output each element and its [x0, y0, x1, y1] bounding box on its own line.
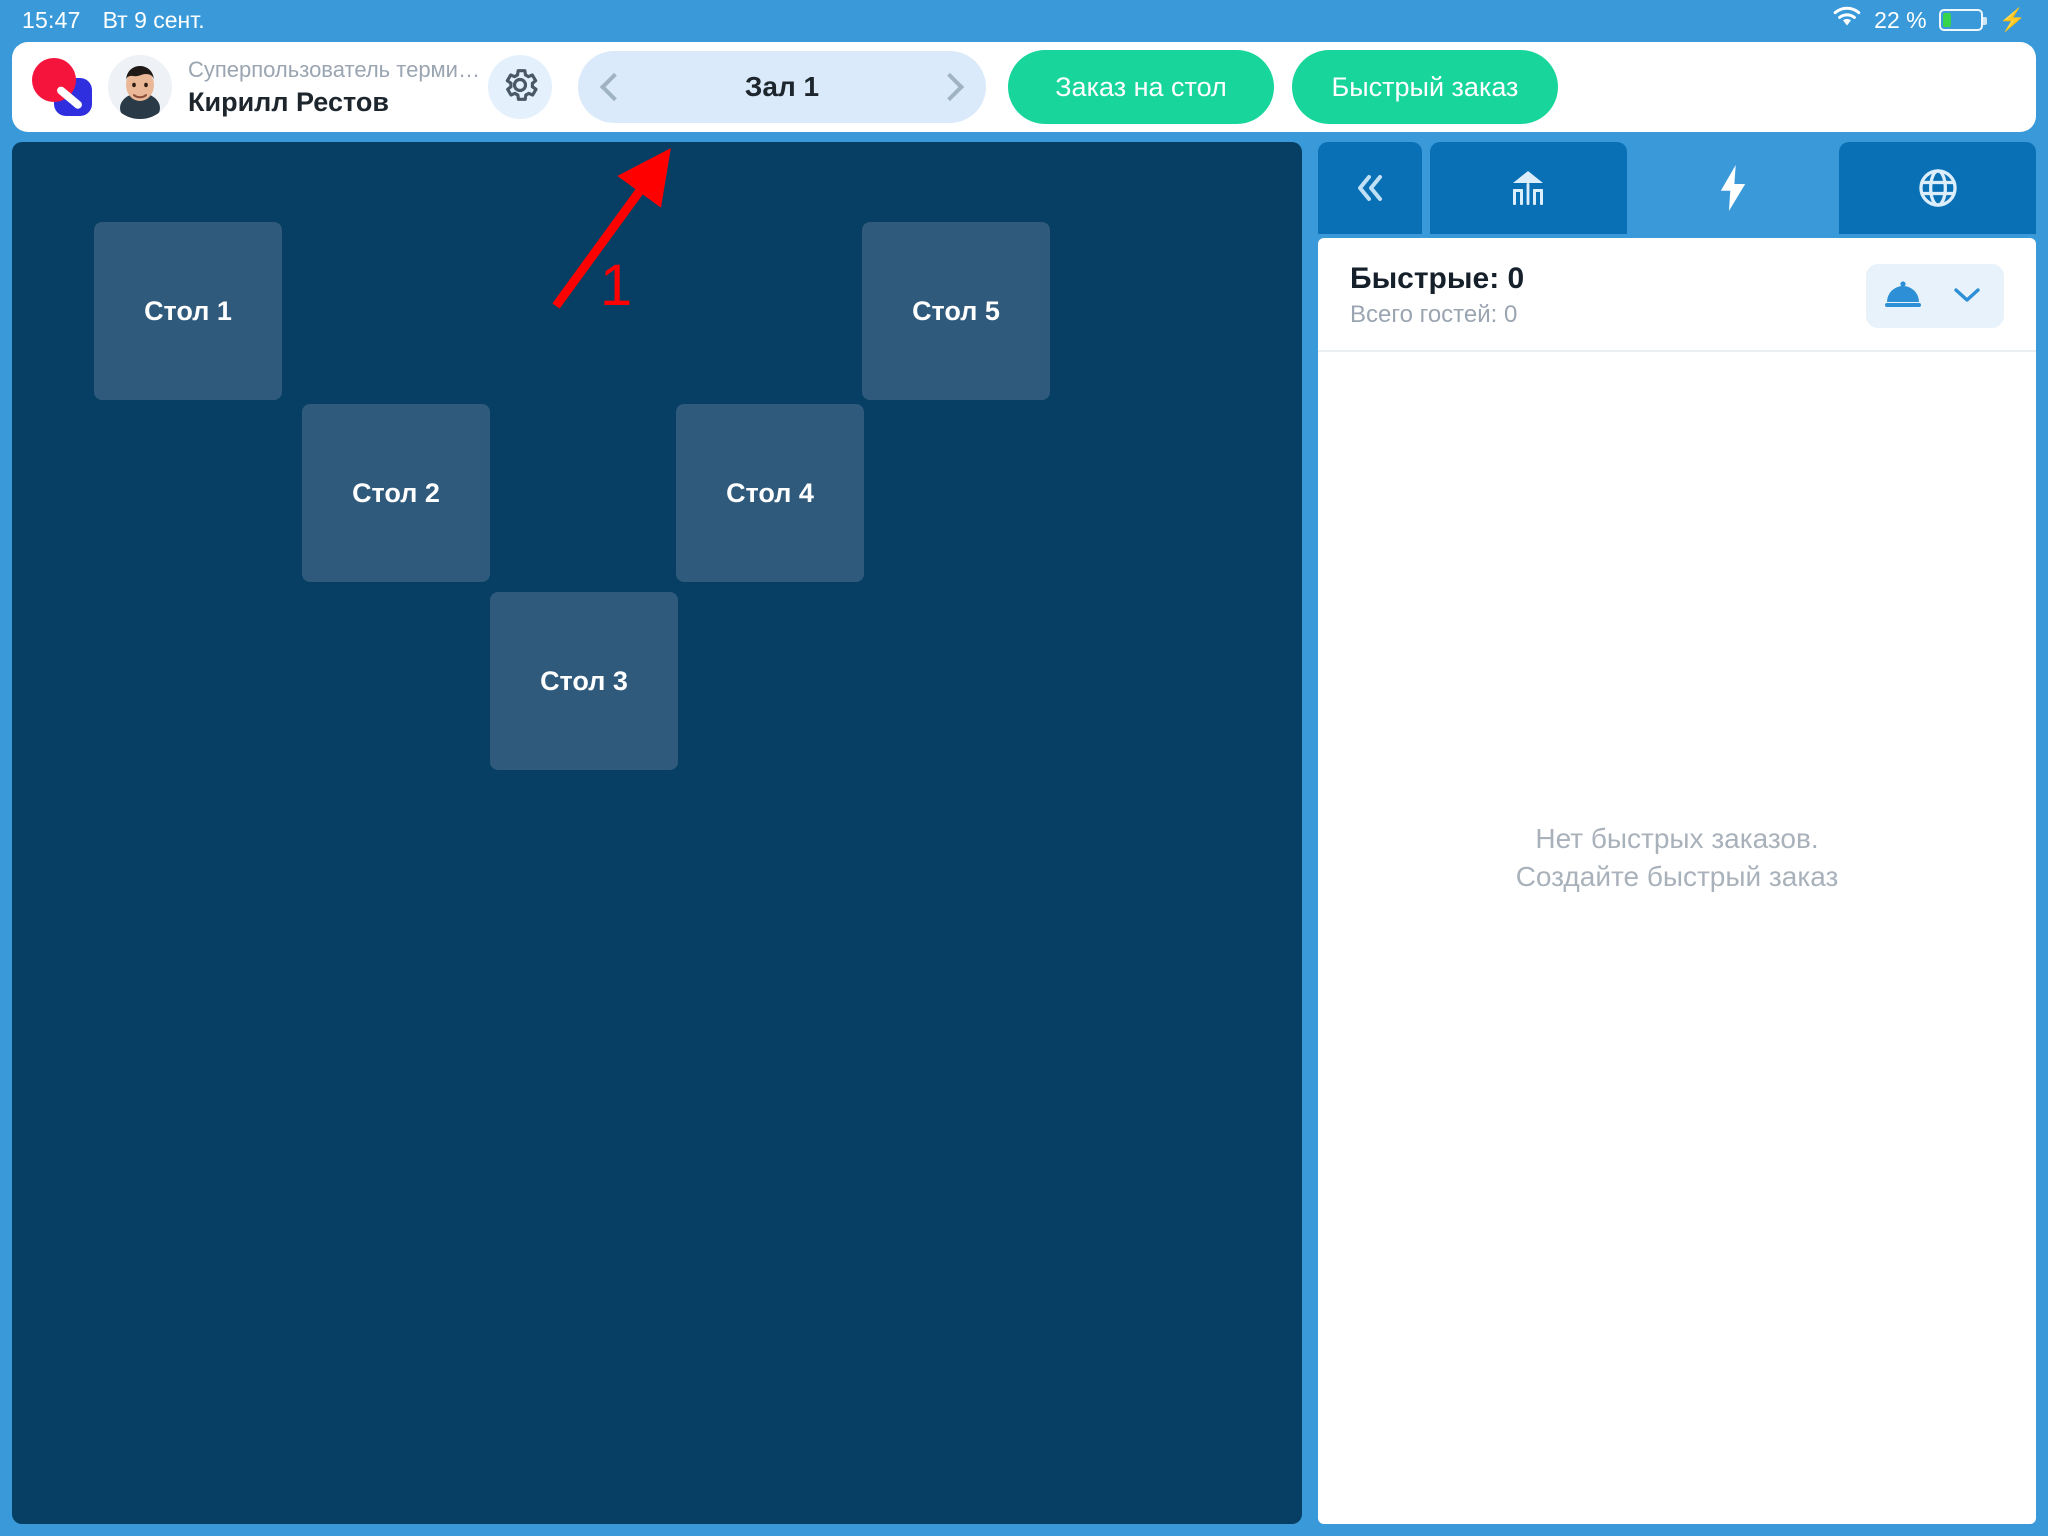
quick-order-button[interactable]: Быстрый заказ — [1292, 50, 1558, 124]
user-name: Кирилл Рестов — [188, 87, 389, 117]
status-bar: 15:47 Вт 9 сент. 22 % ⚡ — [0, 0, 2048, 40]
panel-divider — [1318, 350, 2036, 352]
table-shape[interactable]: Стол 1 — [94, 222, 282, 400]
table-shape[interactable]: Стол 2 — [302, 404, 490, 582]
total-guests-label: Всего гостей: 0 — [1350, 301, 1518, 328]
hall-name: Зал 1 — [744, 71, 820, 102]
wifi-icon — [1832, 6, 1862, 34]
order-to-table-button[interactable]: Заказ на стол — [1008, 50, 1274, 124]
lightning-bolt-icon — [1716, 165, 1750, 211]
serve-button[interactable] — [1872, 270, 1934, 322]
empty-state-line-2: Создайте быстрый заказ — [1515, 861, 1839, 892]
empty-state-line-1: Нет быстрых заказов. — [1535, 823, 1819, 854]
chevron-down-icon — [1950, 282, 1984, 311]
hall-selector[interactable]: Зал 1 — [578, 51, 986, 123]
quick-orders-header: Быстрые: 0 Всего гостей: 0 — [1318, 238, 2036, 350]
app-header: Суперпользователь термин... Кирилл Ресто… — [12, 42, 2036, 132]
status-time: 15:47 — [22, 6, 81, 33]
charging-bolt-icon: ⚡ — [1998, 7, 2026, 32]
table-shape[interactable]: Стол 4 — [676, 404, 864, 582]
status-bar-left: 15:47 Вт 9 сент. — [22, 7, 205, 34]
user-info: Суперпользователь термин... Кирилл Ресто… — [188, 55, 480, 119]
globe-icon — [1916, 166, 1960, 210]
collapse-panel-button[interactable] — [1318, 142, 1422, 234]
table-shape[interactable]: Стол 5 — [862, 222, 1050, 400]
battery-percent: 22 % — [1874, 6, 1927, 33]
dish-cover-icon — [1883, 278, 1923, 315]
status-bar-right: 22 % ⚡ — [1832, 6, 2026, 34]
expand-button[interactable] — [1936, 270, 1998, 322]
floor-plan[interactable]: Стол 1 Стол 2 Стол 3 Стол 4 Стол 5 — [12, 142, 1302, 1524]
quick-orders-counts: Быстрые: 0 Всего гостей: 0 — [1350, 260, 1524, 332]
gear-icon — [500, 65, 540, 110]
status-date: Вт 9 сент. — [102, 6, 205, 33]
table-shape[interactable]: Стол 3 — [490, 592, 678, 770]
quick-orders-title: Быстрые: 0 — [1350, 262, 1525, 295]
chevron-left-icon[interactable] — [599, 72, 629, 102]
chevron-double-left-icon — [1350, 171, 1390, 205]
chevron-right-icon[interactable] — [935, 72, 965, 102]
empty-state: Нет быстрых заказов. Создайте быстрый за… — [1318, 352, 2036, 1524]
user-avatar[interactable] — [108, 55, 172, 119]
user-role: Суперпользователь термин... — [188, 57, 480, 82]
tab-halls[interactable] — [1430, 142, 1627, 234]
tab-quick-orders[interactable] — [1634, 142, 1832, 234]
terrace-icon — [1505, 167, 1551, 209]
settings-button[interactable] — [488, 55, 552, 119]
quick-orders-actions — [1866, 264, 2004, 328]
right-panel: Быстрые: 0 Всего гостей: 0 — [1318, 142, 2037, 1524]
panel-tabbar — [1318, 142, 2037, 234]
battery-icon — [1938, 9, 1987, 31]
quick-orders-panel: Быстрые: 0 Всего гостей: 0 — [1318, 238, 2036, 1524]
tab-delivery[interactable] — [1839, 142, 2037, 234]
app-logo — [32, 56, 94, 118]
